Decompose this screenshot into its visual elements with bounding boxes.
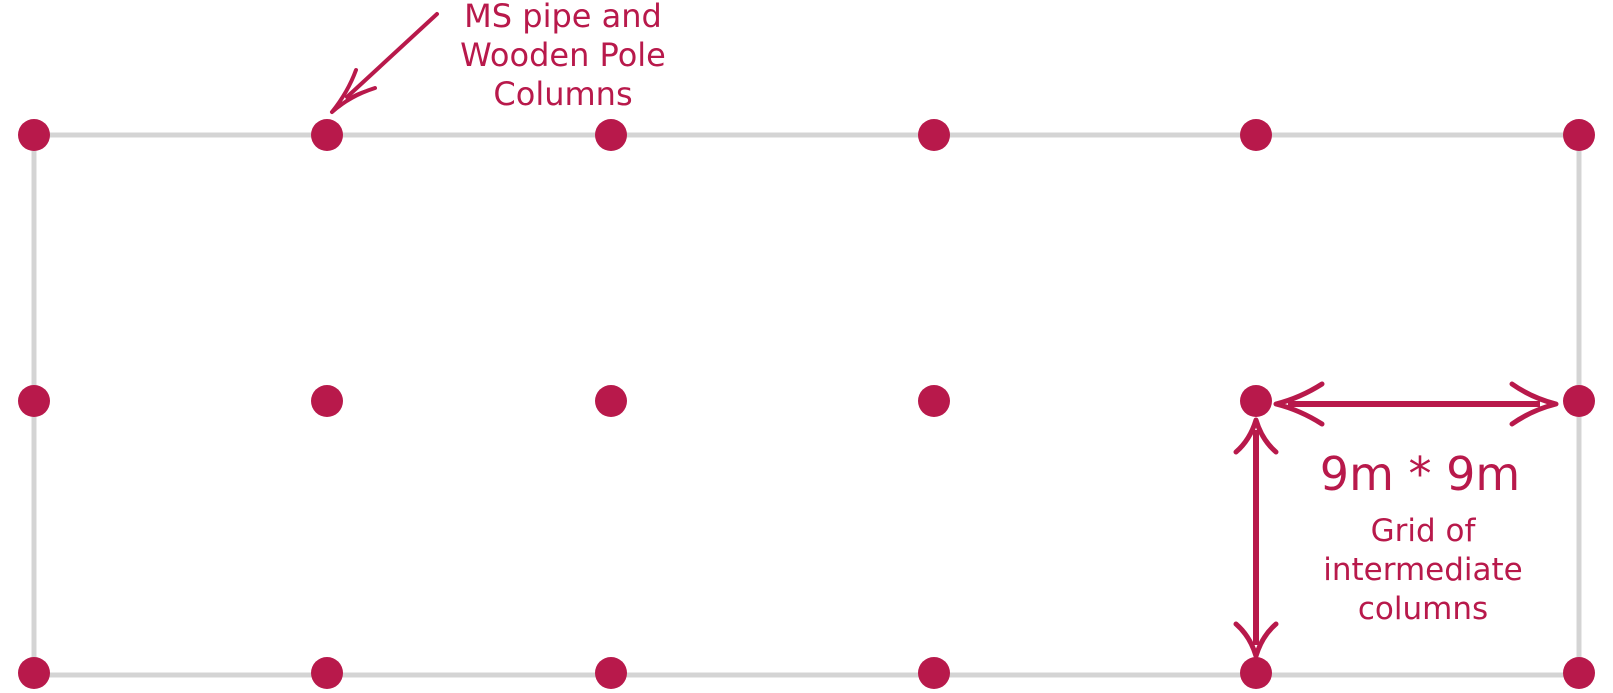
column-dot-top-5 [1240,119,1272,151]
vertical-dimension-arrow [1233,417,1279,659]
column-dot-middle-3 [595,385,627,417]
column-dot-bottom-4 [918,657,950,689]
callout-arrowhead-barb [330,68,377,114]
dimension-label: 9m * 9m Grid of intermediate columns [1320,447,1523,627]
column-dot-middle-1 [18,385,50,417]
column-dot-middle-4 [918,385,950,417]
column-dot-bottom-5 [1240,657,1272,689]
column-dot-middle-6 [1563,385,1595,417]
callout-line-2: Wooden Pole [460,36,666,74]
column-dot-top-1 [18,119,50,151]
callout-arrow [330,12,439,114]
vertical-dimension-bottom-head [1233,621,1279,659]
horizontal-dimension-right-head [1509,381,1559,427]
callout-line-1: MS pipe and [464,0,662,35]
horizontal-dimension-arrow [1273,381,1559,427]
column-dots [18,119,1595,689]
column-dot-middle-2 [311,385,343,417]
column-dot-top-2 [311,119,343,151]
vertical-dimension-top-head [1233,417,1279,455]
column-dot-bottom-1 [18,657,50,689]
column-dot-top-4 [918,119,950,151]
column-dot-top-6 [1563,119,1595,151]
dimension-caption-line-1: Grid of [1371,513,1477,549]
column-dot-bottom-2 [311,657,343,689]
column-dot-bottom-3 [595,657,627,689]
column-dot-middle-5 [1240,385,1272,417]
dimension-title: 9m * 9m [1320,447,1520,501]
dimension-caption-line-3: columns [1358,591,1488,627]
callout-line-3: Columns [493,75,632,113]
callout-label: MS pipe and Wooden Pole Columns [460,0,666,113]
horizontal-dimension-left-head [1273,381,1325,427]
callout-arrow-shaft [345,12,439,99]
column-dot-top-3 [595,119,627,151]
column-dot-bottom-6 [1563,657,1595,689]
dimension-caption-line-2: intermediate [1323,552,1522,588]
